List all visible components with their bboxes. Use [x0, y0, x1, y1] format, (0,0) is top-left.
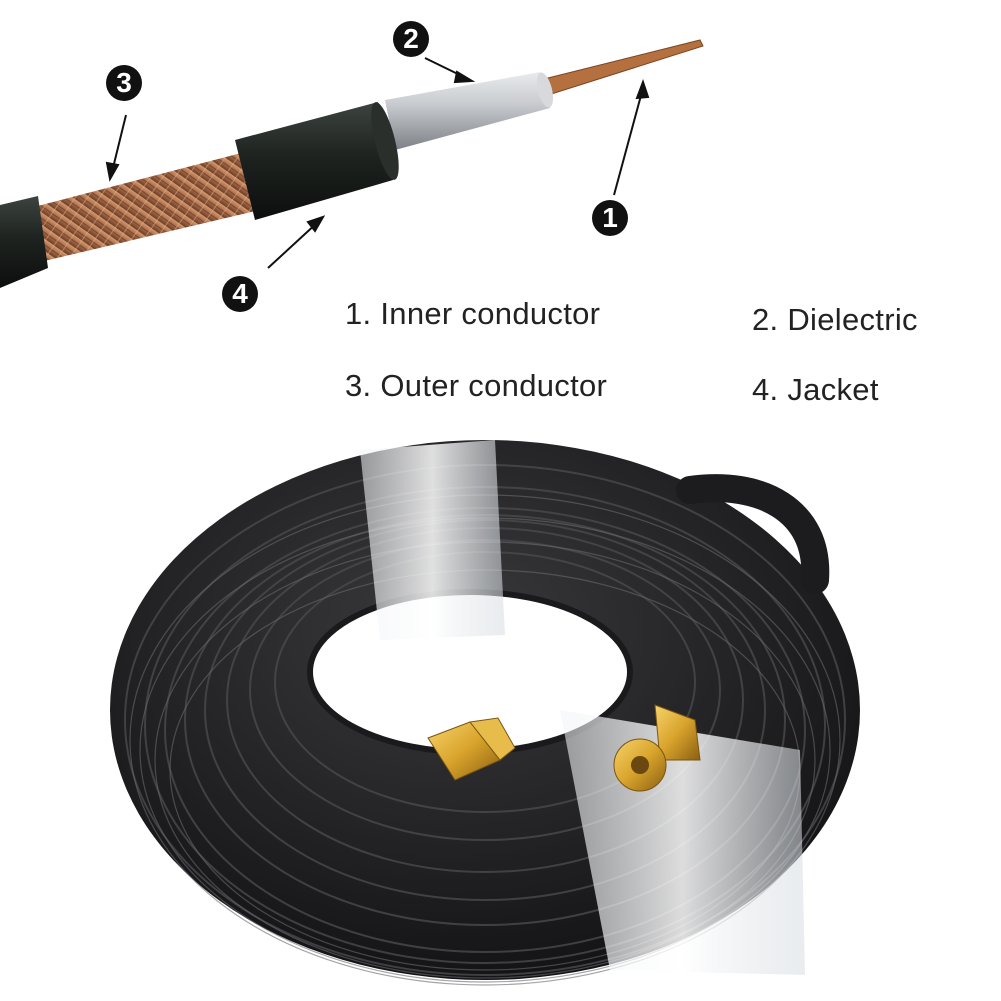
callout-badge-4: 4: [222, 276, 258, 312]
inner-conductor: [539, 39, 704, 97]
sma-female-connector-icon: [613, 704, 701, 792]
callout-badge-2: 2: [393, 21, 429, 57]
outer-conductor: [30, 152, 260, 262]
legend-dielectric: 2. Dielectric: [752, 302, 918, 337]
coiled-cable-icon: [110, 440, 860, 986]
sma-male-connector-icon: [427, 717, 516, 781]
callout-badge-1: 1: [592, 200, 628, 236]
legend-outer-conductor: 3. Outer conductor: [345, 368, 608, 403]
jacket-end: [0, 196, 48, 288]
legend-inner-conductor: 1. Inner conductor: [345, 296, 601, 331]
tape-band-top: [360, 440, 505, 640]
legend-jacket: 4. Jacket: [752, 372, 879, 407]
jacket-sleeve: [235, 102, 393, 220]
free-cable-loop: [676, 474, 830, 594]
dielectric: [385, 72, 550, 150]
callout-badge-3: 3: [106, 65, 142, 101]
coax-cable-cutaway-icon: [0, 39, 704, 288]
